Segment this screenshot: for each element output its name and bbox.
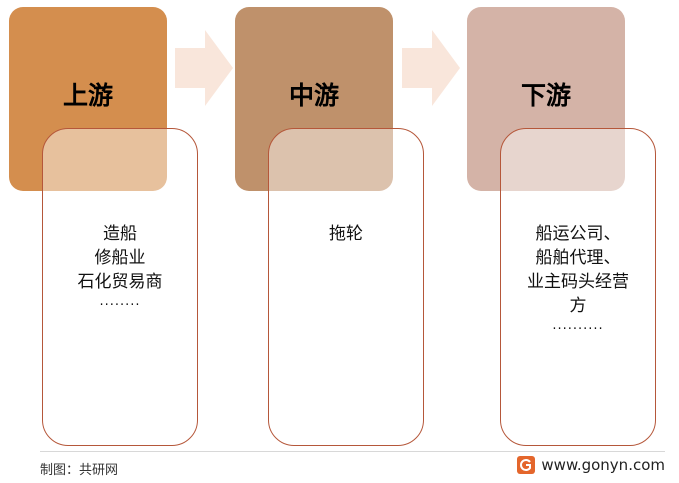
- flow-arrow-2: [402, 30, 460, 106]
- upstream-ellipsis: ........: [99, 294, 141, 309]
- stage-title-midstream: 中游: [288, 81, 339, 110]
- website-url[interactable]: www.gonyn.com: [541, 456, 665, 474]
- upstream-item: 石化贸易商: [77, 272, 163, 292]
- panel-downstream: 船运公司、 船舶代理、 业主码头经营 方 ..........: [500, 128, 656, 446]
- gonyn-logo-icon: [517, 456, 536, 474]
- flow-arrow-1: [175, 30, 233, 106]
- panel-midstream: 拖轮: [268, 128, 424, 446]
- stage-title-downstream: 下游: [520, 81, 571, 110]
- panel-upstream: 造船 修船业 石化贸易商 ........: [42, 128, 198, 446]
- stage-box-downstream: [467, 7, 625, 191]
- footer-source: 制图：共研网: [40, 463, 119, 478]
- downstream-item: 船舶代理、: [535, 248, 621, 268]
- downstream-item: 方: [569, 296, 587, 316]
- downstream-item: 业主码头经营: [527, 272, 629, 292]
- downstream-item: 船运公司、: [535, 224, 621, 244]
- downstream-ellipsis: ..........: [552, 318, 604, 333]
- upstream-item: 造船: [103, 224, 137, 244]
- stage-title-upstream: 上游: [62, 81, 113, 110]
- panel-downstream-text: 船运公司、 船舶代理、 业主码头经营 方 ..........: [501, 222, 655, 334]
- panel-upstream-text: 造船 修船业 石化贸易商 ........: [43, 222, 197, 310]
- stage-box-midstream: [235, 7, 393, 191]
- midstream-item: 拖轮: [329, 224, 363, 244]
- upstream-item: 修船业: [94, 248, 146, 268]
- footer-divider: [40, 451, 665, 452]
- panel-midstream-text: 拖轮: [269, 222, 423, 246]
- footer-website: www.gonyn.com: [517, 456, 665, 474]
- stage-box-upstream: [9, 7, 167, 191]
